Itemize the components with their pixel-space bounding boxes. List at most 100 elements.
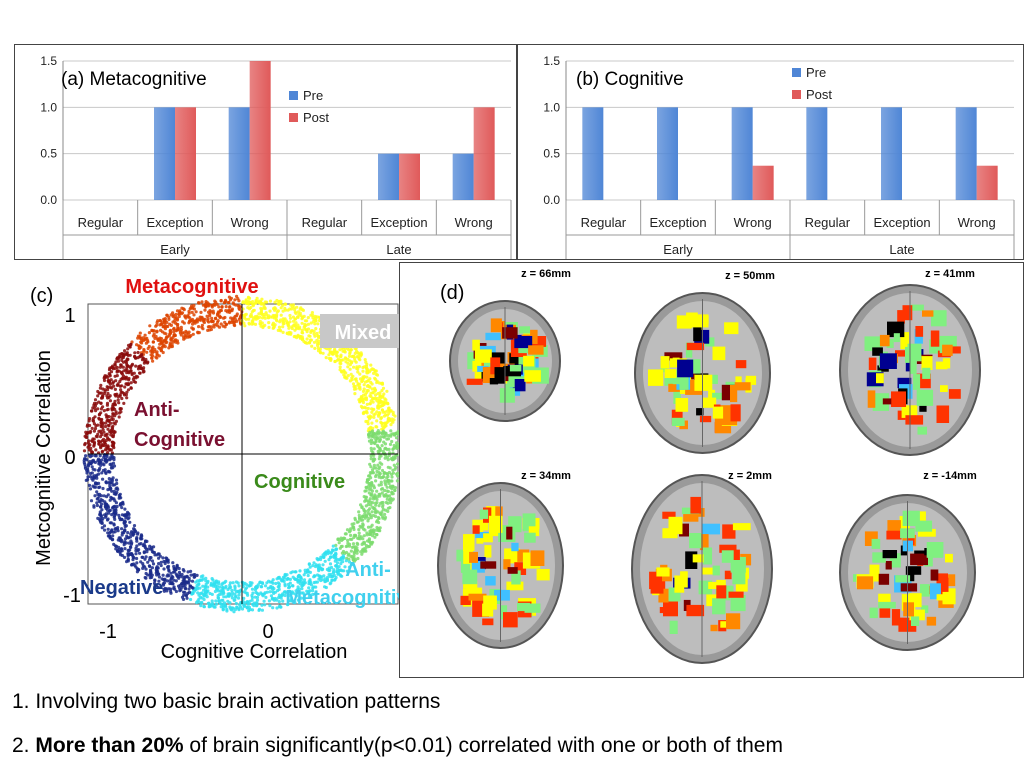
group-label: Late <box>386 242 411 257</box>
data-point <box>109 365 114 370</box>
data-point <box>177 314 181 319</box>
data-point <box>300 330 304 335</box>
data-point <box>84 430 88 434</box>
data-point <box>364 419 368 424</box>
bar-pre <box>452 153 474 200</box>
data-point <box>88 471 93 476</box>
data-point <box>214 316 218 320</box>
data-point <box>387 453 391 457</box>
y-tick-label: 1.0 <box>40 100 57 114</box>
data-point <box>321 567 325 571</box>
data-point <box>91 437 95 441</box>
data-point <box>155 320 159 325</box>
data-point <box>348 363 352 367</box>
data-point <box>197 600 201 604</box>
bullet-2-bold: More than 20% <box>35 734 184 757</box>
data-point <box>235 605 239 609</box>
data-point <box>228 305 232 309</box>
activation-voxel <box>882 398 892 405</box>
activation-voxel <box>507 374 515 388</box>
activation-voxel <box>658 588 669 603</box>
data-point <box>254 604 259 608</box>
data-point <box>112 458 116 462</box>
data-point <box>365 375 369 379</box>
data-point <box>367 435 371 439</box>
activation-voxel <box>945 553 953 563</box>
data-point <box>371 505 375 509</box>
data-point <box>155 330 159 334</box>
activation-voxel <box>872 347 883 356</box>
data-point <box>390 487 394 491</box>
legend-swatch <box>289 113 298 122</box>
data-point <box>118 379 122 384</box>
data-point <box>163 345 167 349</box>
data-point <box>370 449 374 453</box>
data-point <box>104 442 108 446</box>
activation-voxel <box>712 406 724 419</box>
data-point <box>202 604 206 609</box>
data-point <box>214 300 218 304</box>
data-point <box>101 477 105 481</box>
data-point <box>129 542 133 546</box>
activation-voxel <box>891 609 901 626</box>
data-point <box>385 497 389 501</box>
data-point <box>394 465 398 470</box>
data-point <box>283 302 287 306</box>
activation-voxel <box>910 357 917 374</box>
data-point <box>102 463 106 467</box>
data-point <box>129 381 133 385</box>
data-point <box>355 520 359 524</box>
data-point <box>109 466 113 470</box>
activation-voxel <box>907 574 915 582</box>
data-point <box>254 601 258 605</box>
data-point <box>211 309 215 313</box>
data-point <box>108 531 112 535</box>
data-point <box>112 446 116 450</box>
data-point <box>326 549 330 553</box>
data-point <box>177 586 182 590</box>
data-point <box>351 382 356 386</box>
data-point <box>245 606 249 610</box>
data-point <box>172 327 176 331</box>
data-point <box>137 344 141 348</box>
data-point <box>276 589 280 593</box>
data-point <box>259 324 263 328</box>
data-point <box>298 325 302 329</box>
activation-voxel <box>902 305 913 321</box>
data-point <box>179 333 183 337</box>
data-point <box>211 604 215 608</box>
bullet-2-rest: of brain significantly(p<0.01) correlate… <box>183 734 783 757</box>
data-point <box>308 589 312 593</box>
data-point <box>368 402 372 406</box>
data-point <box>378 492 382 496</box>
data-point <box>204 582 208 586</box>
data-point <box>374 473 378 477</box>
activation-voxel <box>673 390 681 404</box>
data-point <box>368 474 372 478</box>
activation-voxel <box>913 374 921 390</box>
data-point <box>212 581 217 585</box>
data-point <box>307 341 312 345</box>
data-point <box>120 549 124 553</box>
data-point <box>208 328 212 332</box>
data-point <box>277 582 281 586</box>
data-point <box>175 317 180 321</box>
data-point <box>84 454 88 458</box>
data-point <box>105 502 109 506</box>
data-point <box>376 515 380 520</box>
data-point <box>296 585 300 589</box>
data-point <box>297 313 301 317</box>
data-point <box>243 301 247 305</box>
data-point <box>133 529 137 533</box>
data-point <box>277 605 281 609</box>
data-point <box>334 543 338 547</box>
data-point <box>291 575 295 579</box>
data-point <box>135 537 139 541</box>
data-point <box>328 555 332 560</box>
activation-voxel <box>708 389 716 399</box>
brain-slice-1: z = 66mm <box>449 268 571 422</box>
activation-voxel <box>942 344 953 356</box>
data-point <box>109 495 113 499</box>
data-point <box>317 569 321 573</box>
data-point <box>160 577 164 581</box>
